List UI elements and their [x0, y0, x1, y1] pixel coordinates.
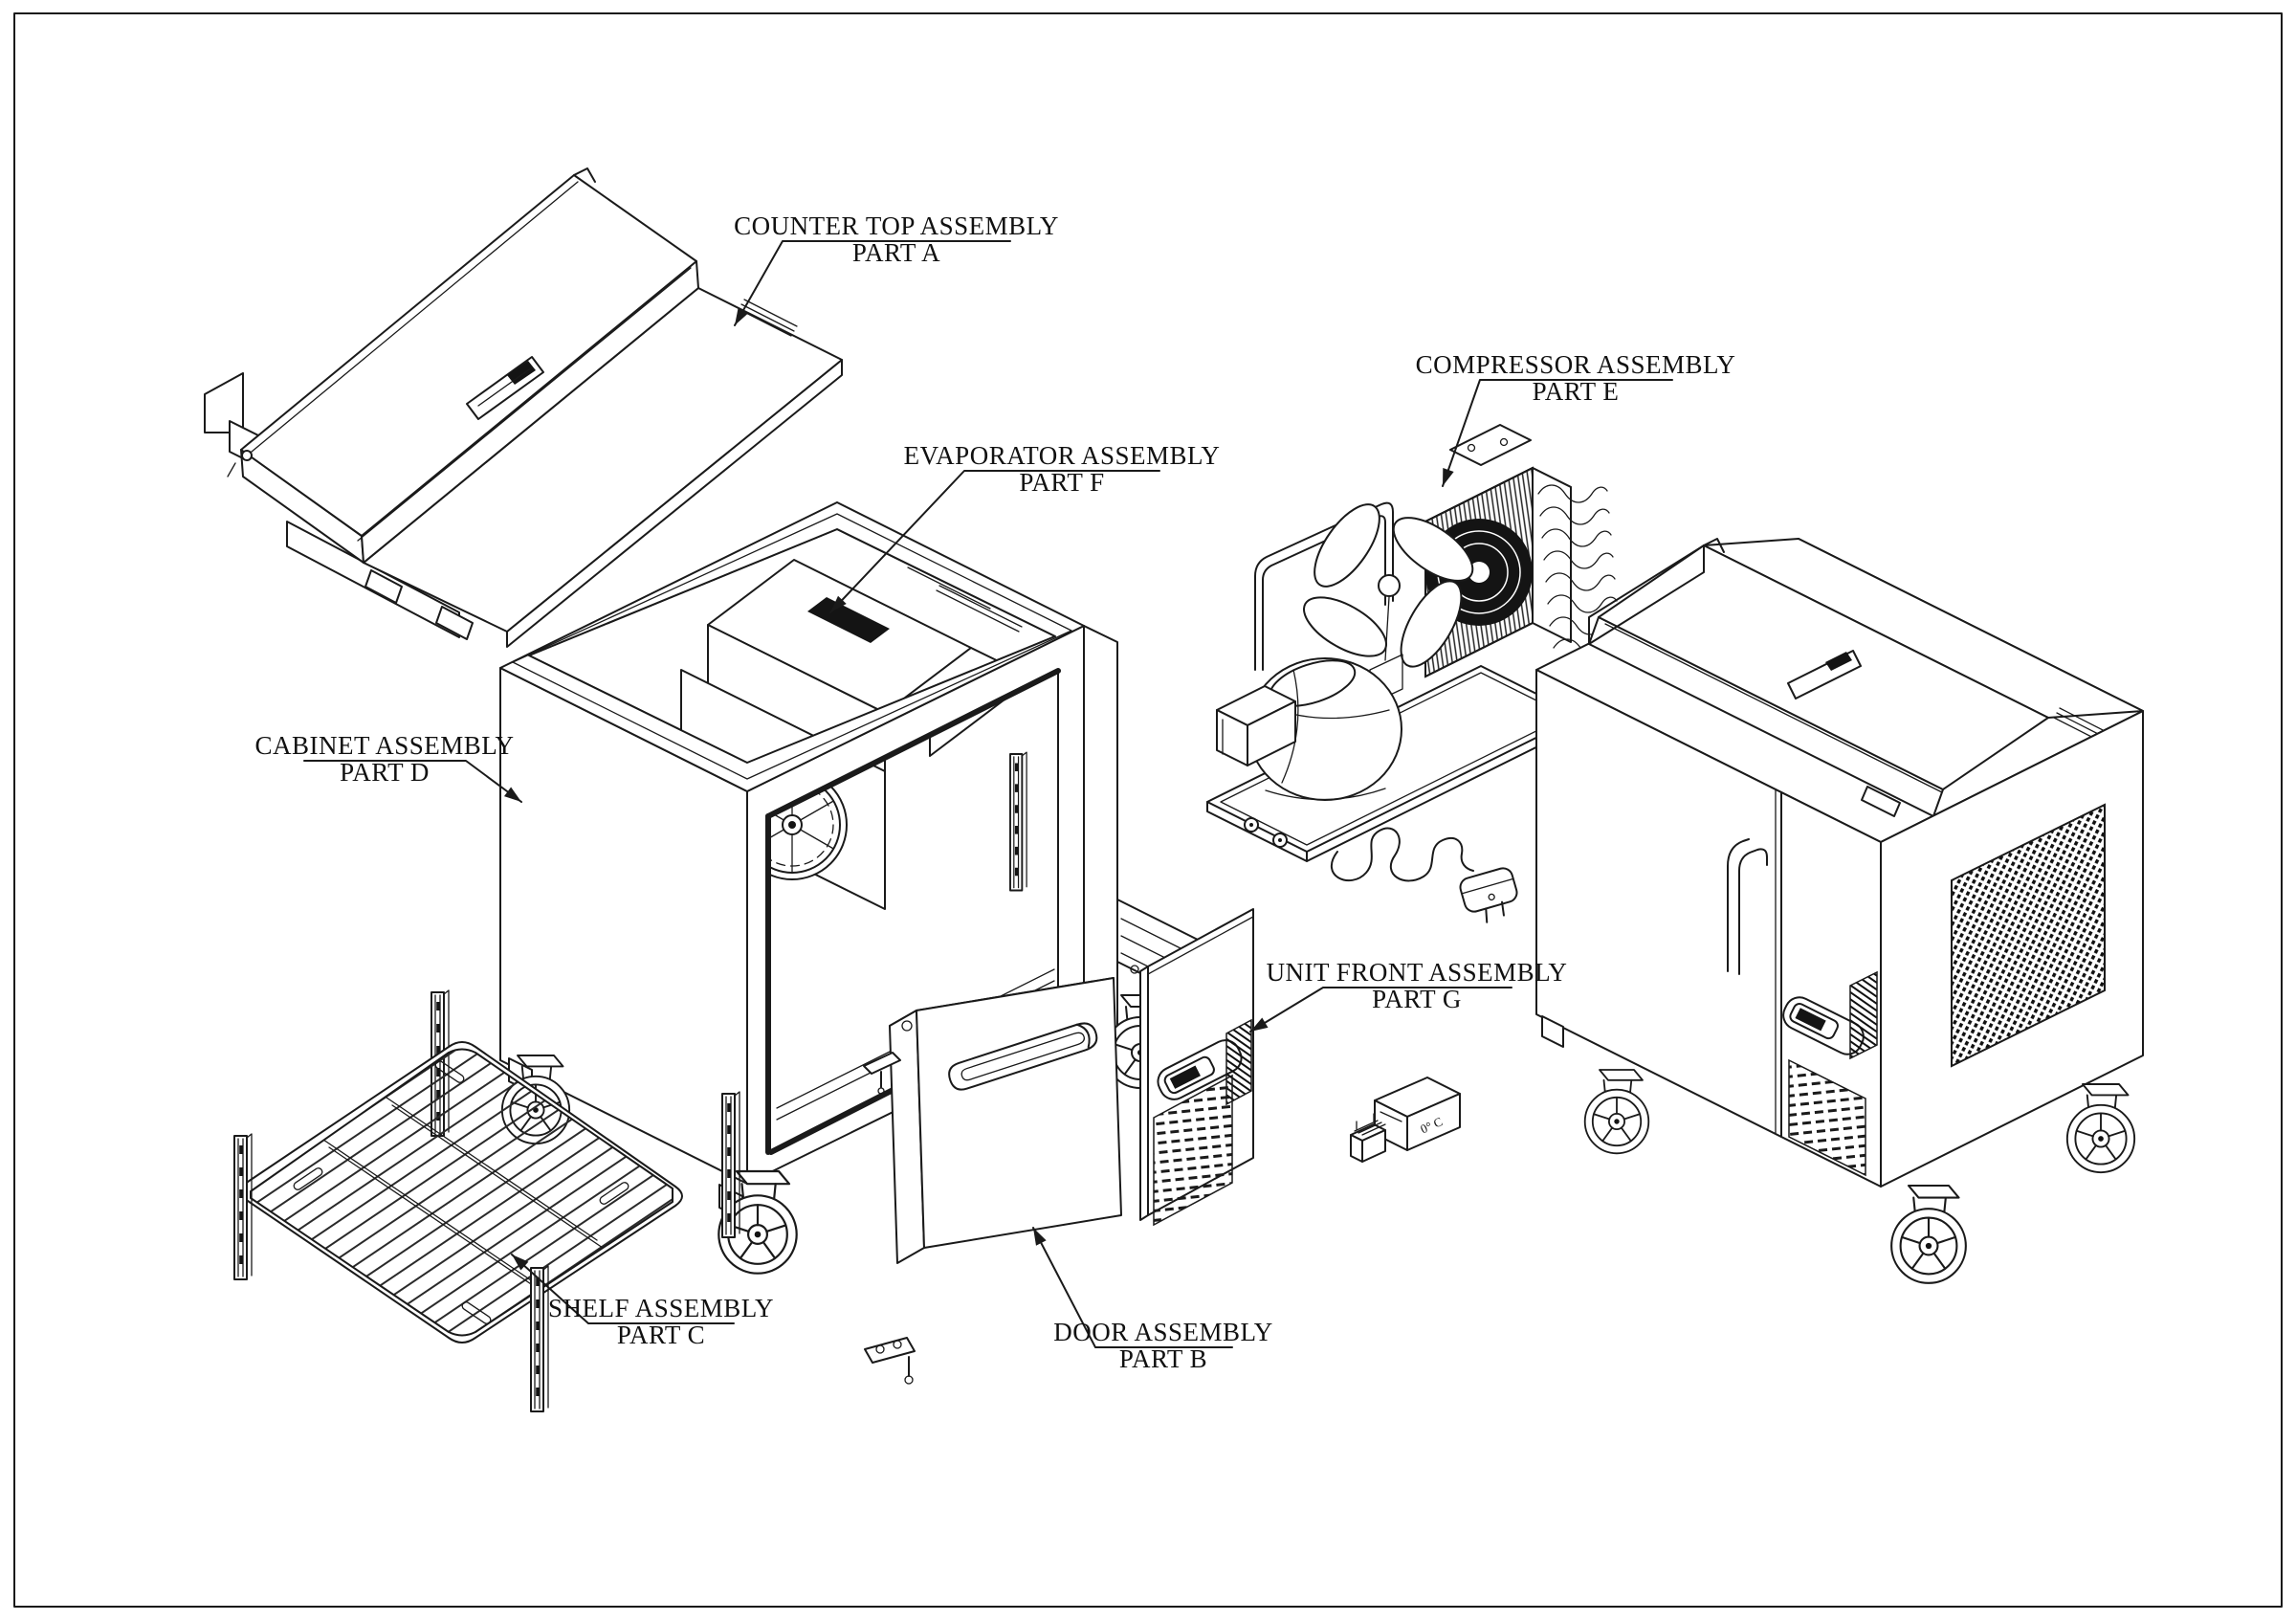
callout-part: PART E [1533, 377, 1620, 406]
door-assembly [863, 977, 1122, 1385]
leader-line [1442, 379, 1673, 487]
terminal-box [1216, 685, 1296, 766]
callout-part: PART B [1119, 1344, 1207, 1373]
callout-counter-top: COUNTER TOP ASSEMBLY PART A [734, 211, 1059, 326]
side-vent-grille [1951, 803, 2106, 1068]
assembled-unit [1535, 538, 2144, 1284]
compressor-assembly [1206, 424, 1620, 923]
lid-top-face [240, 174, 697, 537]
callout-part: PART A [852, 238, 940, 267]
interior-pilaster-right [1009, 751, 1028, 892]
leader-line [303, 760, 522, 803]
callout-part: PART G [1372, 985, 1462, 1013]
shelf-corner-slots [293, 1060, 629, 1324]
unit-front-louvers [1788, 1058, 1866, 1177]
callout-evaporator: EVAPORATOR ASSEMBLY PART F [829, 441, 1221, 613]
caster-wheel [1583, 1069, 1650, 1155]
thermometer-display: 0° C [1374, 1077, 1461, 1151]
callout-compressor: COMPRESSOR ASSEMBLY PART E [1416, 350, 1736, 487]
power-switch [1350, 1113, 1386, 1163]
door-hinge-top [863, 1052, 901, 1095]
lid-latch [1861, 786, 1901, 817]
callout-title: UNIT FRONT ASSEMBLY [1267, 958, 1568, 987]
door-front-face [916, 977, 1122, 1249]
leader-line [734, 240, 1011, 326]
power-plug [1459, 867, 1518, 923]
counter-left-bracket [204, 372, 244, 433]
caster-wheel [1890, 1184, 1967, 1284]
callout-shelf: SHELF ASSEMBLY PART C [511, 1254, 774, 1349]
unit-front-assembly [1139, 908, 1254, 1227]
callout-part: PART F [1019, 468, 1104, 497]
callout-part: PART C [617, 1321, 705, 1349]
unit-lid-handle [1787, 650, 1862, 699]
condenser-top-plate [1449, 424, 1532, 466]
callout-title: DOOR ASSEMBLY [1053, 1318, 1273, 1346]
callout-title: EVAPORATOR ASSEMBLY [904, 441, 1221, 470]
leader-line [1249, 987, 1512, 1033]
cabinet-top-rim [499, 501, 1085, 792]
callout-title: CABINET ASSEMBLY [254, 731, 514, 760]
cabinet-interior [528, 528, 1056, 1121]
callout-title: SHELF ASSEMBLY [548, 1294, 774, 1322]
unit-front-face [1535, 669, 1882, 1188]
panel-louvers [1153, 1074, 1233, 1227]
leader-line [829, 470, 1160, 613]
caster-wheel [2065, 1083, 2136, 1174]
shelf-rail-left [233, 1133, 253, 1280]
leader-line [511, 1254, 735, 1324]
callout-title: COUNTER TOP ASSEMBLY [734, 211, 1059, 240]
lid-corner-notch [573, 167, 596, 183]
lid-handle [466, 356, 544, 420]
cabinet-right-return [1083, 625, 1118, 1034]
counter-top-assembly [204, 167, 843, 648]
drawing-border [13, 12, 2283, 1608]
unit-door-handle [1727, 838, 1768, 975]
callout-title: COMPRESSOR ASSEMBLY [1416, 350, 1736, 379]
callout-unit-front: UNIT FRONT ASSEMBLY PART G [1249, 958, 1568, 1033]
callout-part: PART D [340, 758, 430, 787]
callout-cabinet: CABINET ASSEMBLY PART D [254, 731, 522, 803]
door-handle [948, 1022, 1098, 1091]
leader-line [1032, 1227, 1233, 1348]
compressor-dome [1244, 657, 1402, 848]
callout-door: DOOR ASSEMBLY PART B [1032, 1227, 1273, 1373]
unit-control-bezel [1782, 970, 1878, 1060]
callouts: COUNTER TOP ASSEMBLY PART A EVAPORATOR A… [254, 211, 1736, 1373]
door-hinge-bottom [864, 1337, 916, 1385]
power-cord [1330, 827, 1518, 923]
